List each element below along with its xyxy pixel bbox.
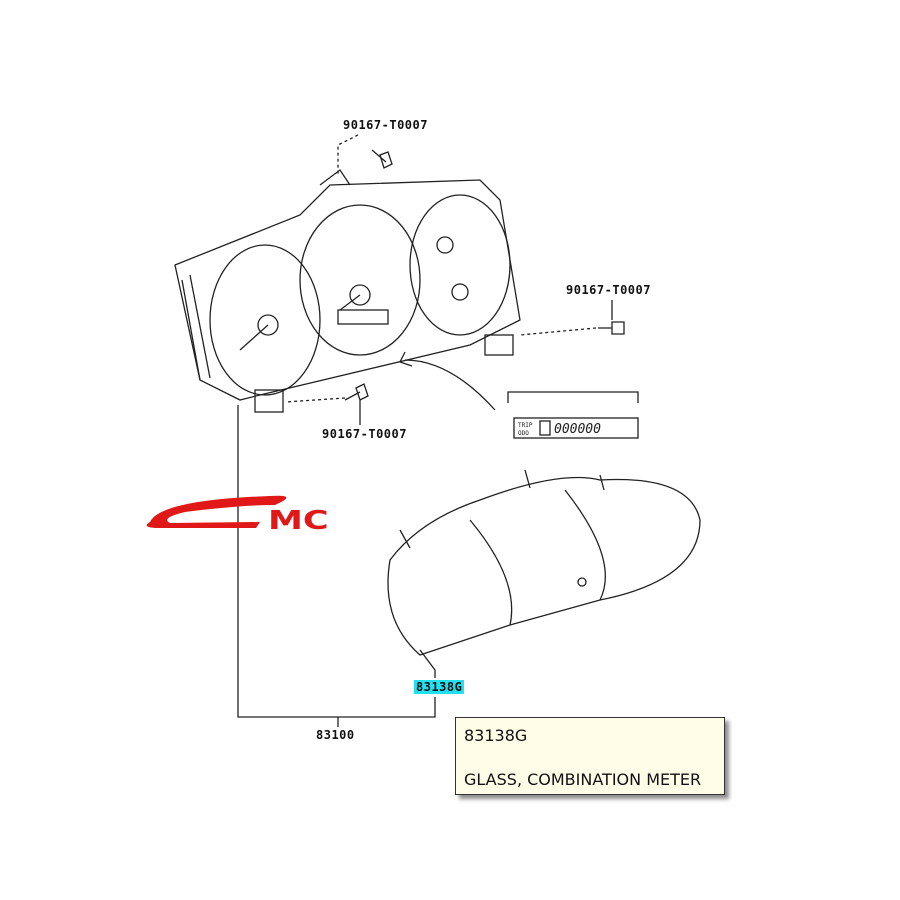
part-label-bolt-right[interactable]: 90167-T0007: [566, 283, 651, 297]
tooltip-part-number: 83138G: [464, 726, 528, 745]
cmc-logo: MC: [146, 495, 329, 536]
svg-text:TRIP: TRIP: [518, 422, 533, 429]
part-label-glass[interactable]: 83138G: [414, 680, 465, 694]
part-label-assembly[interactable]: 83100: [316, 728, 355, 742]
bolt-icon: [344, 149, 625, 401]
svg-text:ODO: ODO: [518, 430, 529, 437]
part-tooltip: 83138G GLASS, COMBINATION METER: [455, 717, 725, 795]
part-label-bolt-top[interactable]: 90167-T0007: [343, 118, 428, 132]
svg-text:000000: 000000: [554, 422, 601, 437]
svg-text:MC: MC: [268, 505, 329, 535]
part-label-bolt-bottom[interactable]: 90167-T0007: [322, 427, 407, 441]
glass-combination-meter: [387, 469, 701, 656]
combination-meter-assembly: [174, 169, 521, 413]
tooltip-description: GLASS, COMBINATION METER: [464, 770, 702, 789]
